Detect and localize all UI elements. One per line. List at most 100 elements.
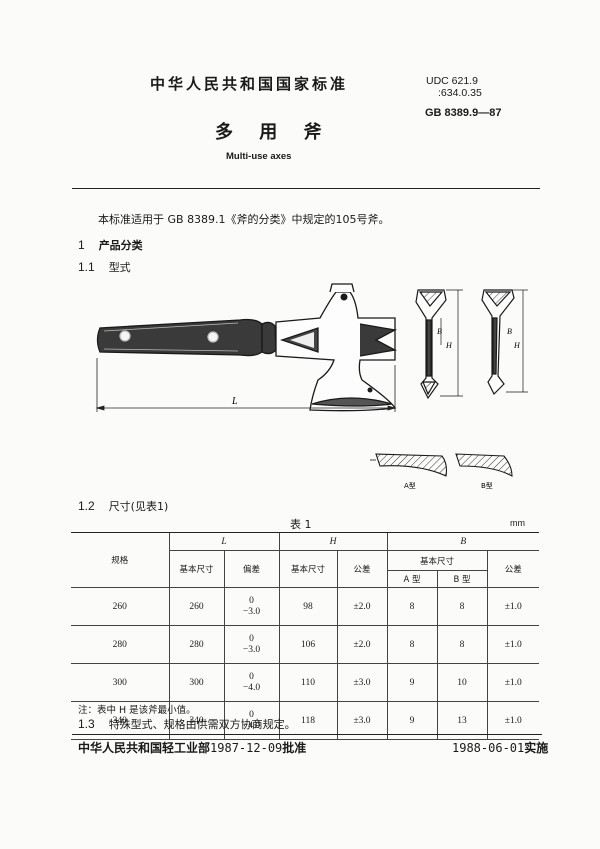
cell-B-tol: ±1.0: [486, 587, 539, 626]
axe-head: [275, 291, 397, 412]
axe-handle: [96, 318, 263, 357]
udc-code: UDC 621.9 :634.0.35: [426, 75, 482, 99]
section-number: 1.1: [78, 260, 95, 274]
udc-line-1: UDC 621.9: [426, 75, 478, 87]
cell-spec: 300: [71, 663, 169, 702]
dev-lower: −4.0: [242, 720, 261, 731]
label-L: L: [231, 396, 238, 407]
cell-L: 260: [168, 587, 224, 626]
col-group-H: H: [278, 533, 387, 551]
cell-L: 340: [168, 701, 224, 740]
cell-H: 110: [278, 663, 337, 702]
section-1-3-heading: 1.3 特殊型式、规格由供需双方协商规定。: [78, 716, 296, 732]
dev-upper: 0: [249, 709, 254, 720]
section-label: 特殊型式、规格由供需双方协商规定。: [108, 718, 296, 731]
cell-spec: 260: [71, 587, 169, 626]
col-header-H-basic: 基本尺寸: [278, 550, 337, 588]
document-title: 多 用 斧: [215, 122, 332, 143]
label-B-view-a: B: [437, 327, 442, 336]
cell-B-typeB: 10: [436, 663, 487, 702]
cell-H-tol: ±2.0: [336, 625, 387, 664]
cell-B-typeA: 9: [386, 663, 437, 702]
axe-technical-drawing: L B H B H A型 B型: [95, 283, 528, 490]
dimension-L: [95, 358, 397, 412]
cell-H: 118: [278, 701, 337, 740]
col-header-B-basic: 基本尺寸: [386, 550, 487, 571]
cell-H-tol: ±2.0: [336, 587, 387, 626]
col-header-B-typeB: B 型: [436, 570, 487, 588]
cell-L: 300: [168, 663, 224, 702]
col-group-B: B: [386, 533, 539, 551]
col-header-B-tol: 公差: [486, 550, 539, 588]
dev-lower: −3.0: [242, 606, 261, 617]
document-subtitle-en: Multi-use axes: [226, 151, 292, 162]
col-header-L-basic: 基本尺寸: [168, 550, 224, 588]
cell-B-tol: ±1.0: [486, 701, 539, 740]
cell-spec: 340: [71, 701, 169, 740]
header-rule: [72, 188, 540, 189]
section-1-1-heading: 1.1 型式: [78, 259, 131, 275]
dev-upper: 0: [249, 671, 254, 682]
section-number: 1.3: [78, 717, 95, 731]
cell-B-typeB: 8: [436, 625, 487, 664]
table-row: 340 340 0−4.0 118 ±3.0 9 13 ±1.0: [71, 701, 539, 740]
axe-front-view-b: [481, 289, 528, 396]
dev-upper: 0: [249, 595, 254, 606]
cell-L-dev: 0−3.0: [223, 587, 279, 626]
label-type-a: A型: [404, 481, 416, 490]
footer-effective: 1988-06-01实施: [452, 739, 548, 756]
cell-B-typeA: 8: [386, 625, 437, 664]
section-1-heading: 1 产品分类: [78, 237, 143, 253]
col-header-B-typeA: A 型: [386, 570, 437, 588]
cell-L-dev: 0−4.0: [223, 663, 279, 702]
cell-L-dev: 0−4.0: [223, 701, 279, 740]
table-row: 260 260 0−3.0 98 ±2.0 8 8 ±1.0: [71, 587, 539, 626]
label-type-b: B型: [481, 481, 493, 490]
issuer: 中华人民共和国轻工业部: [78, 741, 211, 755]
col-header-H-tol: 公差: [336, 550, 387, 588]
effective-word: 实施: [524, 741, 549, 755]
cell-H: 106: [278, 625, 337, 664]
cell-L-dev: 0−3.0: [223, 625, 279, 664]
table-note: 注：表中 H 是该斧最小值。: [78, 705, 196, 716]
gb-number: GB 8389.9—87: [425, 107, 502, 119]
section-number: 1: [78, 238, 85, 252]
table-caption: 表 1: [290, 518, 312, 531]
effective-date: 1988-06-01: [452, 741, 525, 755]
label-H-view-b: H: [513, 341, 521, 350]
table-top-border: [71, 532, 539, 533]
axe-front-view-a: [415, 289, 463, 400]
cell-L: 280: [168, 625, 224, 664]
cell-B-tol: ±1.0: [486, 663, 539, 702]
cell-H-tol: ±3.0: [336, 701, 387, 740]
section-number: 1.2: [78, 499, 95, 513]
table-row: 280 280 0−3.0 106 ±2.0 8 8 ±1.0: [71, 625, 539, 664]
table-unit: mm: [510, 518, 525, 528]
cell-B-typeA: 9: [386, 701, 437, 740]
label-B-view-b: B: [507, 327, 512, 336]
cell-B-typeA: 8: [386, 587, 437, 626]
col-group-L: L: [168, 533, 279, 551]
dev-upper: 0: [249, 633, 254, 644]
standard-title: 中华人民共和国国家标准: [150, 75, 349, 93]
cell-B-typeB: 13: [436, 701, 487, 740]
section-1-2-heading: 1.2 尺寸(见表1): [78, 498, 168, 514]
section-label: 尺寸(见表1): [108, 500, 169, 513]
dimension-table: 规格 L H B 基本尺寸 偏差 基本尺寸 公差 基本尺寸 公差 A 型 B 型…: [71, 533, 539, 740]
cell-B-typeB: 8: [436, 587, 487, 626]
section-label: 产品分类: [98, 239, 143, 252]
blade-section-a: [370, 453, 448, 477]
label-H-view-a: H: [445, 341, 453, 350]
dev-lower: −3.0: [242, 644, 261, 655]
dev-lower: −4.0: [242, 682, 261, 693]
blade-section-b: [455, 453, 513, 477]
section-label: 型式: [108, 261, 131, 274]
table-row: 300 300 0−4.0 110 ±3.0 9 10 ±1.0: [71, 663, 539, 702]
approval-date: 1987-12-09: [210, 741, 283, 755]
udc-line-2: :634.0.35: [438, 87, 482, 99]
col-header-L-dev: 偏差: [223, 550, 279, 588]
approval-word: 批准: [282, 741, 307, 755]
axe-side-view: [96, 283, 397, 412]
footer-rule: [72, 734, 542, 735]
footer-approval: 中华人民共和国轻工业部1987-12-09批准: [78, 739, 306, 756]
